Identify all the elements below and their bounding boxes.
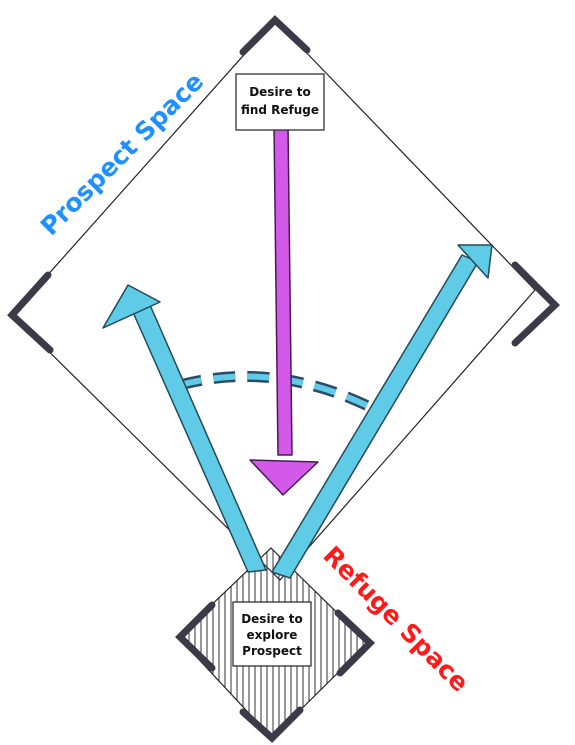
prospect-space-label: Prospect Space [35,67,209,241]
top-label-box: Desire to find Refuge [235,73,325,131]
right-corner-bracket [511,261,561,347]
refuge-right-bracket [334,609,376,677]
prospect-corner-brackets [7,15,561,354]
dashed-arc-fill [179,373,374,411]
bottom-label-box: Desire to explore Prospect [232,601,312,667]
left-blue-arrow [102,284,267,573]
refuge-corner-brackets [175,601,376,743]
top-box-line-2: find Refuge [241,103,319,117]
top-corner-bracket [239,15,311,56]
bottom-box-line-3: Prospect [242,644,302,658]
left-corner-bracket [7,271,54,354]
purple-arrow [249,124,319,496]
right-blue-arrow [271,244,493,579]
bottom-box-line-2: explore [247,628,298,642]
refuge-left-bracket [175,601,216,672]
bottom-box-line-1: Desire to [241,612,303,626]
dashed-arc [178,370,375,413]
top-box-line-1: Desire to [249,85,311,99]
refuge-bottom-bracket [239,706,304,743]
